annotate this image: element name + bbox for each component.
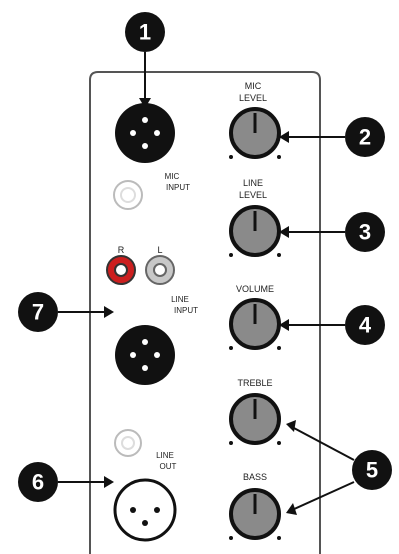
callout-6: 6: [18, 462, 58, 502]
svg-text:1: 1: [139, 20, 151, 45]
xlr-mic-connector: [115, 103, 175, 163]
svg-text:2: 2: [359, 125, 371, 150]
label-rca-l: L: [157, 245, 162, 255]
arrow-5-treble: [291, 426, 355, 461]
callout-7: 7: [18, 292, 58, 332]
svg-text:7: 7: [32, 300, 44, 325]
callout-4: 4: [345, 305, 385, 345]
callout-3: 3: [345, 212, 385, 252]
label-mic-level-2: LEVEL: [239, 93, 267, 103]
label-treble: TREBLE: [237, 378, 272, 388]
label-volume: VOLUME: [236, 284, 274, 294]
volume-knob[interactable]: [229, 298, 281, 350]
panel-outline: [89, 71, 321, 554]
callout-5: 5: [352, 450, 392, 490]
svg-text:3: 3: [359, 220, 371, 245]
line-level-knob[interactable]: [229, 205, 281, 257]
xlr-line-out-connector: [113, 478, 177, 542]
svg-text:6: 6: [32, 470, 44, 495]
label-bass: BASS: [243, 472, 267, 482]
label-line-out-2: OUT: [160, 462, 177, 471]
label-mic-level-1: MIC: [245, 81, 262, 91]
callout-2: 2: [345, 117, 385, 157]
label-line-input-1: LINE: [171, 295, 189, 304]
svg-text:4: 4: [359, 313, 372, 338]
label-rca-r: R: [118, 245, 125, 255]
bass-knob[interactable]: [229, 488, 281, 540]
label-line-level-1: LINE: [243, 178, 263, 188]
svg-text:5: 5: [366, 458, 378, 483]
arrow-5-bass: [291, 481, 355, 511]
treble-knob[interactable]: [229, 393, 281, 445]
label-line-level-2: LEVEL: [239, 190, 267, 200]
line-out-jack: [114, 429, 142, 457]
mic-input-jack: [113, 180, 143, 210]
label-mic-input-1: MIC: [165, 172, 180, 181]
callout-1: 1: [125, 12, 165, 52]
mic-level-knob[interactable]: [229, 107, 281, 159]
label-line-out-1: LINE: [156, 451, 174, 460]
label-mic-input-2: INPUT: [166, 183, 190, 192]
rca-left-jack: [145, 255, 175, 285]
xlr-middle-connector: [115, 325, 175, 385]
rca-right-jack: [106, 255, 136, 285]
label-line-input-2: INPUT: [174, 306, 198, 315]
